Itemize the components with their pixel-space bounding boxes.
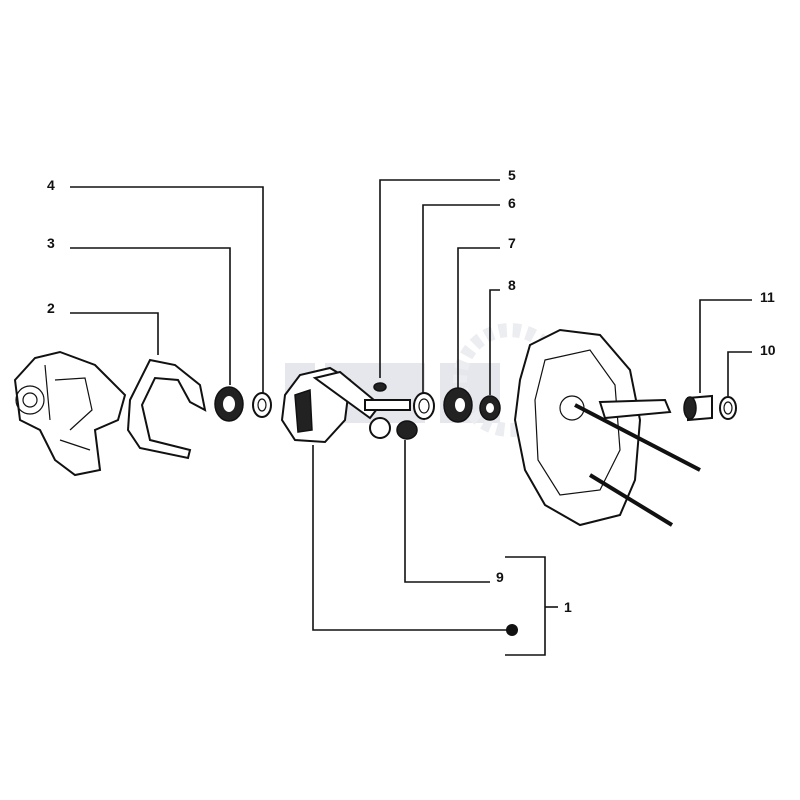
bracket-1: [505, 556, 546, 656]
leader-11: [699, 299, 752, 393]
key-5: [373, 382, 387, 392]
leader-6: [422, 204, 500, 393]
gasket: [126, 358, 207, 460]
callout-4: 4: [47, 177, 55, 193]
callout-5: 5: [508, 167, 516, 183]
leader-3: [70, 247, 231, 385]
crankshaft: [280, 366, 411, 444]
washer-6: [413, 392, 435, 420]
callout-11: 11: [760, 289, 775, 305]
leader-2: [70, 312, 159, 355]
leader-crankshaft: [312, 445, 512, 631]
callout-7: 7: [508, 235, 516, 251]
leader-10: [727, 351, 752, 396]
bushing-11: [683, 394, 713, 422]
leader-9: [404, 440, 490, 583]
callout-2: 2: [47, 300, 55, 316]
callout-10: 10: [760, 342, 776, 358]
assembly-dot: [506, 624, 518, 636]
leader-8: [489, 289, 500, 395]
bearing-3: [214, 386, 244, 422]
callout-8: 8: [508, 277, 516, 293]
leader-7: [457, 247, 500, 388]
callout-6: 6: [508, 195, 516, 211]
leader-4: [70, 186, 264, 393]
callout-9: 9: [496, 569, 504, 585]
ring-10: [719, 396, 737, 420]
bearing-9: [396, 420, 418, 440]
seal-8: [479, 395, 501, 421]
crankcase-half-left: [13, 350, 127, 477]
leader-5: [379, 179, 500, 378]
bearing-7: [443, 387, 473, 423]
leader-lines: [70, 179, 752, 656]
seal-4: [252, 392, 272, 418]
callout-1: 1: [564, 599, 572, 615]
crankcase-half-right: [513, 328, 701, 527]
callout-3: 3: [47, 235, 55, 251]
